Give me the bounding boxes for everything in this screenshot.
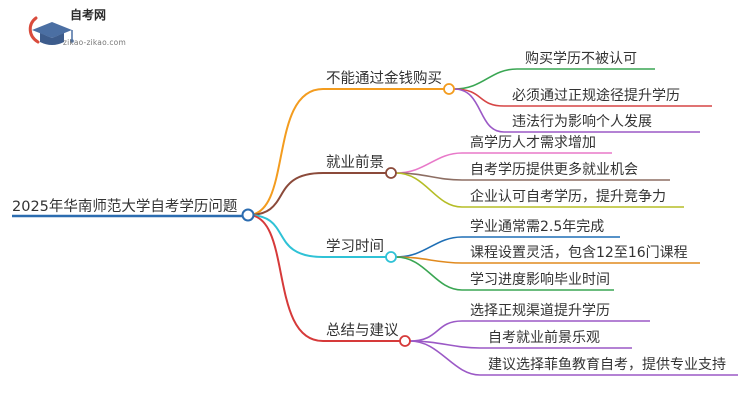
logo-title: 自考网 bbox=[70, 8, 107, 22]
leaf-topic: 自考学历提供更多就业机会 bbox=[470, 162, 638, 178]
root-node bbox=[241, 208, 255, 222]
leaf-connector bbox=[453, 88, 505, 107]
leaf-topic: 课程设置灵活，包含12至16门课程 bbox=[470, 245, 688, 261]
leaf-topic: 违法行为影响个人发展 bbox=[512, 114, 652, 130]
leaf-connector bbox=[395, 152, 463, 174]
leaf-connector bbox=[453, 88, 505, 133]
leaf-topic: 高学历人才需求增加 bbox=[470, 135, 596, 151]
logo-url: zikao-zikao.com bbox=[63, 38, 126, 47]
leaf-connector bbox=[453, 68, 518, 90]
branch-summary: 总结与建议 bbox=[326, 323, 399, 339]
leaf-connector bbox=[409, 340, 481, 376]
branch-node bbox=[443, 83, 455, 95]
leaf-topic: 企业认可自考学历，提升竞争力 bbox=[470, 189, 666, 205]
branch-study-time: 学习时间 bbox=[326, 239, 384, 255]
branch-employment: 就业前景 bbox=[326, 155, 384, 171]
leaf-topic: 建议选择菲鱼教育自考，提供专业支持 bbox=[488, 357, 726, 373]
leaf-topic: 自考就业前景乐观 bbox=[488, 330, 600, 346]
branch-money: 不能通过金钱购买 bbox=[326, 71, 442, 87]
branch-connector bbox=[247, 88, 324, 216]
leaf-topic: 必须通过正规途径提升学历 bbox=[512, 88, 680, 104]
leaf-topic: 学习进度影响毕业时间 bbox=[470, 272, 610, 288]
leaf-connector bbox=[395, 172, 463, 208]
branch-connector bbox=[247, 172, 324, 216]
graduation-cap-icon bbox=[28, 16, 74, 45]
leaf-connector bbox=[409, 320, 463, 342]
branch-connector bbox=[247, 214, 324, 342]
leaf-connector bbox=[395, 256, 463, 291]
branch-connector bbox=[247, 214, 324, 258]
leaf-topic: 购买学历不被认可 bbox=[525, 51, 637, 67]
leaf-topic: 选择正规渠道提升学历 bbox=[470, 303, 610, 319]
leaf-topic: 学业通常需2.5年完成 bbox=[470, 219, 605, 235]
root-topic: 2025年华南师范大学自考学历问题 bbox=[12, 199, 238, 215]
branch-node bbox=[385, 251, 397, 263]
branch-node bbox=[385, 167, 397, 179]
leaf-connector bbox=[395, 236, 463, 258]
branch-node bbox=[399, 335, 411, 347]
